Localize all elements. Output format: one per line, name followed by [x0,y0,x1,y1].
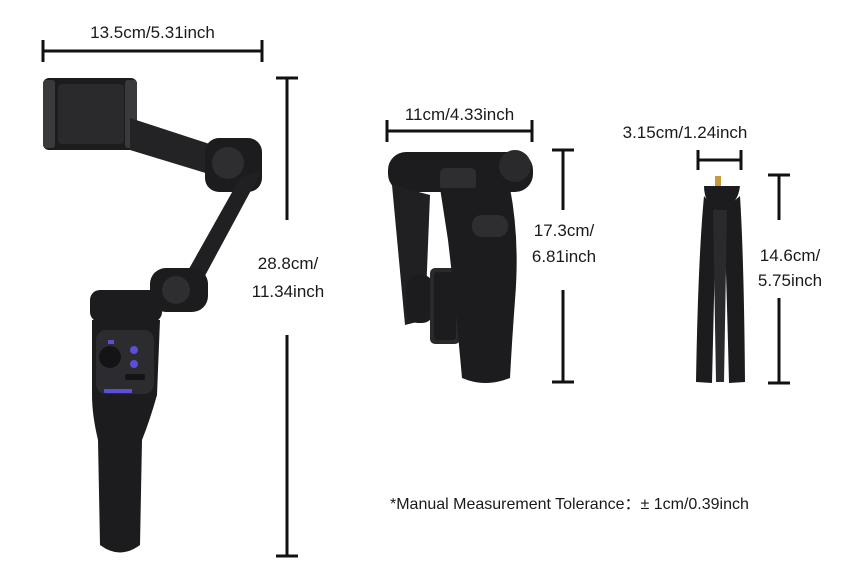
gimbal-extended [43,78,262,553]
dimension-lines [41,40,790,558]
tripod-height-label-line1: 14.6cm/ [759,246,821,265]
folded-height-label-line1: 17.3cm/ [533,221,595,240]
folded-height-label-line2: 6.81inch [531,247,597,266]
tripod-width-label: 3.15cm/1.24inch [622,123,748,142]
tripod [696,176,745,383]
extended-height-label-line2: 11.34inch [251,282,325,301]
tripod-height-label-line2: 5.75inch [757,271,823,290]
folded-width-label: 11cm/4.33inch [404,105,515,124]
tolerance-note: *Manual Measurement Tolerance：± 1cm/0.39… [390,496,749,513]
extended-width-label: 13.5cm/5.31inch [90,23,215,42]
extended-height-label-line1: 28.8cm/ [257,254,319,273]
gimbal-folded [388,150,533,383]
